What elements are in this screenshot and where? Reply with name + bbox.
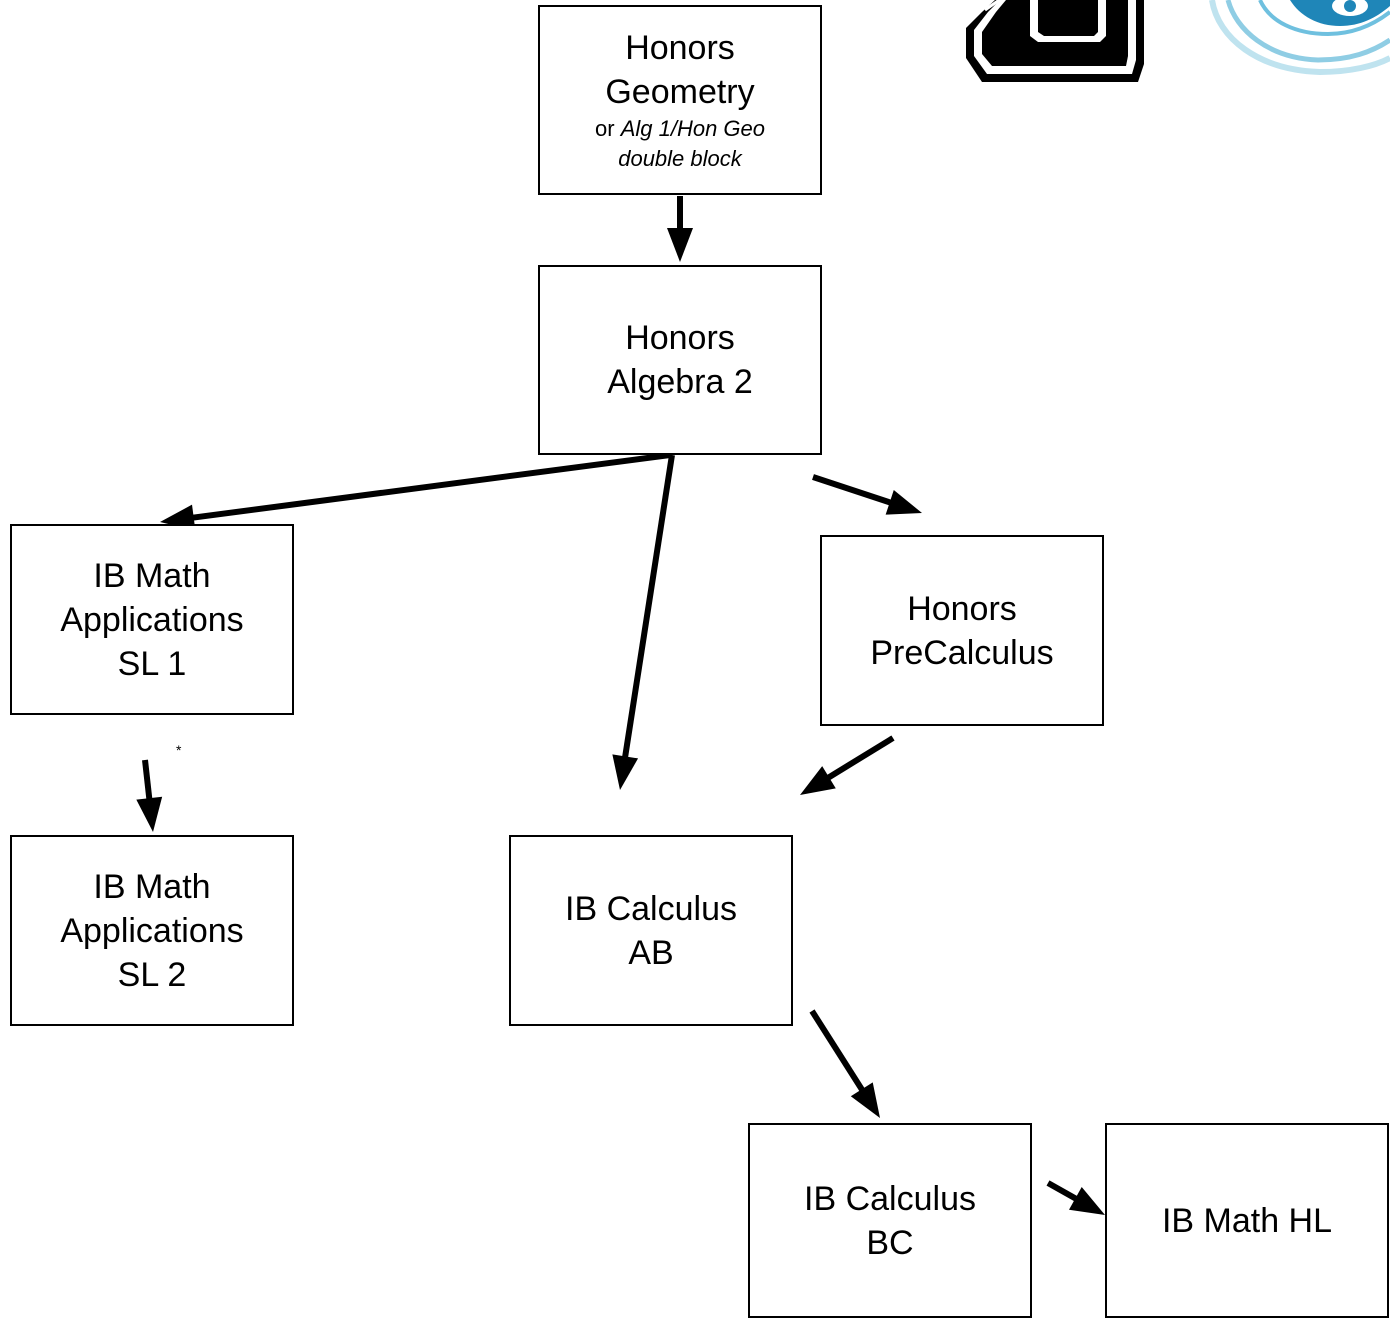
node-honors-precalculus: Honors PreCalculus	[820, 535, 1104, 726]
node-label-line-2: BC	[866, 1223, 914, 1262]
arrow-ib-calc-ab-to-ib-calc-bc	[809, 1009, 880, 1118]
arrow-shaft	[621, 454, 675, 759]
node-sublabel-2: double block	[618, 144, 742, 174]
node-label-line-1: Honors	[625, 29, 735, 67]
node-label-line-2: AB	[628, 933, 674, 972]
arrow-honors-algebra2-to-honors-precalc	[812, 474, 922, 515]
arrow-shaft	[809, 1009, 866, 1093]
node-honors-geometry: Honors Geometry or Alg 1/Hon Geo double …	[538, 5, 822, 195]
node-label-line-1: IB Math HL	[1161, 1201, 1333, 1240]
arrowhead-icon	[800, 766, 836, 795]
footnote-marker: *	[176, 742, 182, 758]
node-ib-calculus-bc: IB Calculus BC	[748, 1123, 1032, 1318]
ib-world-logo-icon	[1209, 0, 1390, 76]
node-label-line-2: Applications	[60, 600, 244, 639]
node-label-line-2: Applications	[60, 911, 244, 950]
arrowhead-icon	[667, 228, 693, 262]
node-label-line-1: Honors	[907, 589, 1017, 628]
node-label-line-1: IB Math	[93, 867, 211, 906]
node-honors-algebra-2: Honors Algebra 2	[538, 265, 822, 455]
arrow-shaft	[191, 452, 671, 521]
arrow-honors-algebra2-to-ib-calc-ab	[612, 454, 675, 790]
arrow-shaft	[812, 474, 893, 506]
arrow-honors-geometry-to-honors-algebra2	[667, 196, 693, 262]
arrowhead-icon	[1068, 1187, 1105, 1215]
node-label-line-1: Honors	[625, 319, 735, 357]
node-ib-math-applications-sl-1: IB Math Applications SL 1	[10, 524, 294, 715]
node-ib-calculus-ab: IB Calculus AB	[509, 835, 793, 1026]
sublabel-italic-2: double block	[618, 146, 742, 171]
school-c-logo-icon	[966, 0, 1144, 82]
arrow-ib-calc-bc-to-ib-math-hl	[1046, 1180, 1105, 1215]
sublabel-italic-1: Alg 1/Hon Geo	[620, 116, 765, 141]
node-label-line-2: PreCalculus	[870, 633, 1054, 672]
arrow-shaft	[825, 735, 895, 781]
arrowhead-icon	[885, 489, 922, 515]
arrowhead-icon	[612, 754, 639, 790]
arrow-shaft	[142, 759, 153, 801]
sublabel-prefix: or	[595, 116, 621, 141]
node-label-line-3: SL 2	[117, 955, 187, 994]
node-ib-math-applications-sl-2: IB Math Applications SL 2	[10, 835, 294, 1026]
node-ib-math-hl: IB Math HL	[1105, 1123, 1389, 1318]
node-label-line-3: SL 1	[117, 644, 187, 683]
arrow-ib-apps-sl1-to-ib-apps-sl2	[136, 759, 163, 832]
node-label-line-1: IB Calculus	[804, 1179, 976, 1218]
arrow-honors-precalc-to-ib-calc-ab	[800, 735, 895, 795]
arrowhead-icon	[136, 796, 163, 832]
arrow-shaft	[1046, 1180, 1079, 1202]
node-label-line-1: IB Math	[93, 556, 211, 595]
arrow-honors-algebra2-to-ib-apps-sl1	[160, 452, 671, 531]
node-sublabel: or Alg 1/Hon Geo	[595, 114, 765, 144]
node-label-line-2: Algebra 2	[607, 363, 753, 401]
node-label-line-1: IB Calculus	[565, 889, 737, 928]
node-label-line-2: Geometry	[605, 73, 755, 111]
arrowhead-icon	[850, 1082, 880, 1118]
